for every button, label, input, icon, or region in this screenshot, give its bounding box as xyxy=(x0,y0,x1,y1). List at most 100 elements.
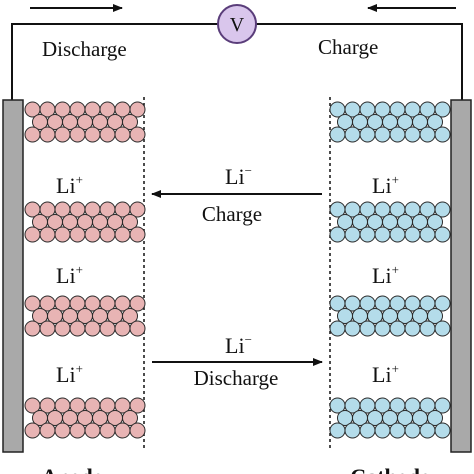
cathode-particle-layers xyxy=(329,101,451,439)
electrode-particle xyxy=(54,226,71,243)
electrode-particle xyxy=(39,126,56,143)
electrode-particle xyxy=(419,226,436,243)
electrode-particle xyxy=(122,114,138,130)
electrode-particle xyxy=(427,114,443,130)
electrode-particle xyxy=(69,320,86,337)
electrode-particle xyxy=(359,126,376,143)
electrode-particle xyxy=(374,126,391,143)
electrode-particle xyxy=(419,126,436,143)
electrode-particle xyxy=(99,320,116,337)
anode-ion-label: Li+ xyxy=(56,361,83,387)
anode-label: Anode xyxy=(41,464,102,474)
electrode-particle xyxy=(129,101,146,118)
anode-collector xyxy=(2,99,24,453)
electrode-particle xyxy=(434,101,451,118)
anode-ion-label: Li+ xyxy=(56,172,83,198)
electrode-particle xyxy=(24,422,41,439)
electrode-particle xyxy=(404,422,421,439)
electrode-particle xyxy=(84,320,101,337)
electrode-particle xyxy=(84,226,101,243)
electrode-particle xyxy=(389,422,406,439)
electrode-particle xyxy=(129,126,146,143)
cathode-ion-label: Li+ xyxy=(372,262,399,288)
electrode-particle xyxy=(344,320,361,337)
electrode-particle xyxy=(434,422,451,439)
electrode-particle xyxy=(427,214,443,230)
anode-ion-label: Li+ xyxy=(56,262,83,288)
electrode-particle xyxy=(39,226,56,243)
electrode-particle xyxy=(129,201,146,218)
discharge-arrow-label: Discharge xyxy=(194,366,279,390)
charge-label: Charge xyxy=(318,35,378,59)
electrode-particle xyxy=(129,422,146,439)
electrode-particle xyxy=(122,410,138,426)
electrode-particle xyxy=(389,226,406,243)
electrode-particle xyxy=(404,226,421,243)
electrode-particle xyxy=(24,226,41,243)
cathode-label: Cathode xyxy=(350,464,430,474)
circuit-wire xyxy=(11,23,463,100)
voltmeter-circle xyxy=(217,4,257,44)
electrode-particle xyxy=(69,226,86,243)
electrode-particle xyxy=(359,226,376,243)
electrode-particle xyxy=(129,295,146,312)
electrode-particle xyxy=(69,126,86,143)
electrode-particle xyxy=(129,320,146,337)
electrode-particle xyxy=(329,320,346,337)
cathode-ion-label: Li+ xyxy=(372,172,399,198)
electrode-particle xyxy=(404,320,421,337)
electrode-particle xyxy=(54,320,71,337)
anode-particle-layers xyxy=(24,101,146,439)
electrode-particle xyxy=(39,422,56,439)
electrode-particle xyxy=(427,308,443,324)
electrode-particle xyxy=(427,410,443,426)
electrode-particle xyxy=(329,126,346,143)
electrode-particle xyxy=(114,226,131,243)
cathode-collector xyxy=(450,99,472,453)
electrode-particle xyxy=(389,320,406,337)
electrode-particle xyxy=(129,397,146,414)
electrode-particle xyxy=(329,422,346,439)
electrode-particle xyxy=(434,201,451,218)
electrode-particle xyxy=(389,126,406,143)
cathode-ion-label: Li+ xyxy=(372,361,399,387)
electrode-particle xyxy=(99,126,116,143)
electrode-particle xyxy=(54,422,71,439)
charge-arrow-label: Charge xyxy=(202,202,262,226)
electrode-particle xyxy=(84,422,101,439)
electrode-particle xyxy=(419,422,436,439)
electrode-particle xyxy=(359,422,376,439)
electrode-particle xyxy=(114,422,131,439)
electrode-particle xyxy=(39,320,56,337)
electrode-particle xyxy=(374,422,391,439)
electrode-particle xyxy=(404,126,421,143)
electrode-particle xyxy=(84,126,101,143)
electrode-particle xyxy=(24,320,41,337)
electrode-particle xyxy=(419,320,436,337)
electrode-particle xyxy=(99,226,116,243)
electrode-particle xyxy=(54,126,71,143)
discharge-label: Discharge xyxy=(42,37,127,61)
electrode-particle xyxy=(114,126,131,143)
electrode-particle xyxy=(99,422,116,439)
electrode-particle xyxy=(122,214,138,230)
voltmeter-symbol: V xyxy=(230,14,245,36)
discharge-ion-label: Li− xyxy=(225,332,252,358)
electrode-particle xyxy=(129,226,146,243)
electrode-particle xyxy=(434,295,451,312)
electrode-particle xyxy=(434,126,451,143)
electrode-particle xyxy=(374,320,391,337)
electrode-particle xyxy=(359,320,376,337)
electrode-particle xyxy=(344,126,361,143)
electrode-particle xyxy=(344,226,361,243)
electrode-particle xyxy=(344,422,361,439)
electrode-particle xyxy=(24,126,41,143)
electrode-particle xyxy=(374,226,391,243)
electrode-particle xyxy=(434,397,451,414)
electrode-particle xyxy=(114,320,131,337)
electrode-particle xyxy=(329,226,346,243)
electrode-particle xyxy=(434,226,451,243)
charge-ion-label: Li− xyxy=(225,163,252,189)
electrode-particle xyxy=(122,308,138,324)
